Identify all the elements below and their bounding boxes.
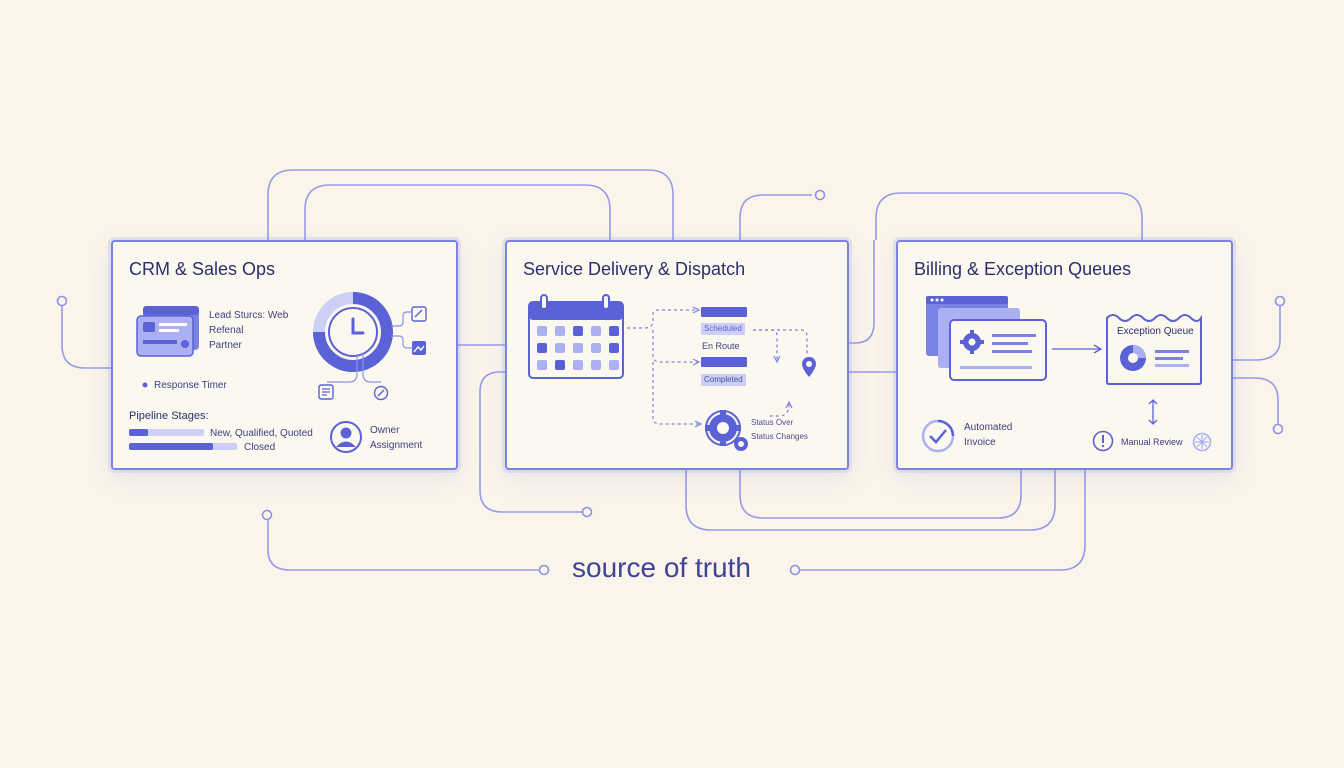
calendar-icon xyxy=(528,294,624,379)
status-changes-label: Status Changes xyxy=(751,432,808,441)
lead-source-2: Refenal xyxy=(209,325,244,336)
billing-title: Billing & Exception Queues xyxy=(914,259,1132,279)
service-title: Service Delivery & Dispatch xyxy=(523,259,746,279)
connector-lines xyxy=(391,311,413,349)
owner-label: Owner xyxy=(370,425,400,436)
pipeline-row-1-label: New, Qualified, Quoted xyxy=(210,428,313,439)
status-en-route: En Route xyxy=(702,341,740,351)
pipeline-title: Pipeline Stages: xyxy=(129,410,209,422)
edit-icon xyxy=(411,306,427,322)
alert-icon xyxy=(1092,430,1114,452)
window-icon xyxy=(136,306,199,357)
location-pin-icon xyxy=(802,357,816,377)
window-icon xyxy=(926,296,1047,381)
status-scheduled: Scheduled xyxy=(701,323,745,335)
service-panel: Service Delivery & Dispatch xyxy=(505,240,849,470)
lead-source-1: Lead Sturcs: Web xyxy=(209,310,289,321)
crm-title: CRM & Sales Ops xyxy=(129,259,276,279)
image-icon xyxy=(412,341,426,355)
check-circle-icon xyxy=(373,385,389,401)
bullet-dot xyxy=(142,382,148,388)
settings-icon xyxy=(1192,432,1212,452)
invoice-label: Invoice xyxy=(964,437,996,448)
exception-queue-label: Exception Queue xyxy=(1117,326,1194,337)
pipeline-bar-fill xyxy=(129,429,148,436)
connector-lines xyxy=(327,354,381,383)
response-timer-label: Response Timer xyxy=(154,380,227,391)
pipeline-row-2-label: Closed xyxy=(244,442,276,453)
gear-icon xyxy=(705,410,748,451)
user-icon xyxy=(330,421,362,453)
crm-panel: CRM & Sales Ops Lead Sturcs: Web Refenal… xyxy=(111,240,458,470)
source-of-truth-caption: source of truth xyxy=(572,552,751,583)
status-bar xyxy=(701,307,747,317)
status-bar xyxy=(701,357,747,367)
clock-icon xyxy=(313,292,393,372)
lead-source-3: Partner xyxy=(209,340,242,351)
status-completed: Completed xyxy=(701,374,746,386)
pipeline-bar-track xyxy=(129,443,237,450)
pipeline-bar-fill xyxy=(129,443,214,450)
check-icon xyxy=(921,419,955,453)
pipeline-bar-track xyxy=(129,429,204,436)
arrow-right-icon xyxy=(1052,344,1103,354)
exception-queue-card xyxy=(1106,314,1202,385)
document-icon xyxy=(318,384,334,400)
billing-panel: Billing & Exception Queues xyxy=(896,240,1233,470)
arrow-up-down-icon xyxy=(1148,399,1158,425)
flow-arrows xyxy=(627,306,808,428)
manual-review-label: Manual Review xyxy=(1121,437,1183,447)
assignment-label: Assignment xyxy=(370,440,423,451)
status-over-label: Status Over xyxy=(751,418,794,427)
automated-label: Automated xyxy=(964,422,1013,433)
